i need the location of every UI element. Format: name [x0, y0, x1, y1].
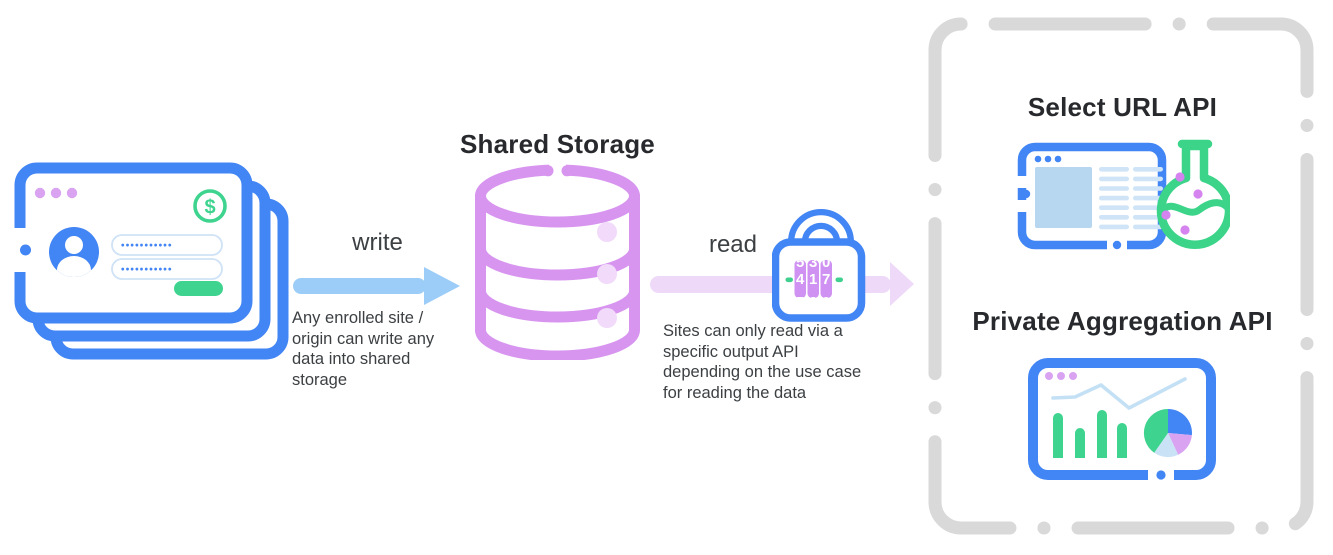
liquid-wave — [1158, 199, 1230, 216]
read-arrow-label: read — [708, 231, 758, 258]
lock-dash — [835, 277, 843, 283]
shared-storage-title: Shared Storage — [460, 129, 655, 159]
dollar-coin-icon: $ — [193, 189, 227, 223]
lock-code-wheels: 5 3 0 4 1 7 5 2 0 — [794, 254, 832, 311]
password-field-1[interactable] — [111, 234, 223, 256]
border-dot — [1112, 240, 1122, 250]
enrolled-sites-window-stack-icon: $ ••••••••••• ••••••••••• — [12, 162, 289, 360]
select-url-api-icon — [1015, 139, 1230, 254]
wheel-digit: 1 — [809, 271, 817, 288]
content-block — [1035, 167, 1092, 228]
write-caption: Any enrolled site / origin can write any… — [292, 308, 482, 390]
write-arrow-label: write — [352, 229, 403, 256]
write-caption-line: Any enrolled site / — [292, 309, 424, 327]
write-caption-line: data into shared — [292, 350, 411, 368]
wheel-digit-partial: 3 — [809, 254, 817, 271]
read-caption-line: Sites can only read via a — [663, 322, 843, 340]
flask-icon — [1156, 139, 1230, 249]
bar-chart — [1053, 410, 1127, 458]
read-caption-line: specific output API — [663, 342, 799, 361]
shared-storage-database-icon — [475, 162, 640, 360]
combination-lock-icon: 5 3 0 4 1 7 5 2 0 — [772, 209, 866, 322]
bubble-dot — [1193, 189, 1203, 199]
wheel-digit-partial: 0 — [822, 294, 830, 311]
wheel-digit: 7 — [822, 271, 830, 288]
lock-dash — [785, 277, 793, 283]
wheel-digit-partial: 2 — [809, 294, 817, 311]
read-caption: Sites can only read via a specific outpu… — [663, 321, 913, 403]
select-url-api-title: Select URL API — [1027, 92, 1218, 122]
password-dots-1: ••••••••••• — [121, 241, 173, 252]
line-chart — [1051, 377, 1187, 410]
storage-band-dot — [597, 222, 617, 242]
output-apis-dashed-border — [928, 17, 1314, 535]
border-gap — [12, 228, 27, 272]
window-dots-icon — [1045, 372, 1077, 380]
write-caption-line: storage — [292, 370, 348, 389]
wheel-digit-partial: 0 — [822, 254, 830, 271]
password-field-2[interactable] — [111, 258, 223, 280]
submit-button[interactable] — [174, 281, 223, 296]
bubble-dot — [1180, 225, 1190, 235]
private-aggregation-api-icon — [1028, 358, 1216, 482]
window-dots-icon — [34, 187, 78, 199]
write-caption-line: origin can write any — [292, 329, 435, 348]
pie-chart — [1143, 408, 1192, 457]
storage-band-dot — [597, 308, 617, 328]
read-caption-line: for reading the data — [663, 383, 807, 402]
wheel-digit-partial: 5 — [796, 294, 804, 311]
svg-text:$: $ — [204, 197, 215, 219]
write-arrow — [293, 267, 460, 305]
bubble-dot — [1175, 172, 1185, 182]
border-dot — [1021, 189, 1031, 199]
text-lines — [1099, 167, 1163, 230]
border-dot — [20, 244, 31, 256]
private-aggregation-api-title: Private Aggregation API — [972, 306, 1273, 336]
border-dot — [1156, 470, 1166, 480]
wheel-digit-partial: 5 — [796, 254, 804, 271]
window-dots-icon — [1034, 155, 1062, 163]
user-avatar-icon — [49, 227, 99, 277]
bubble-dot — [1161, 210, 1171, 220]
password-dots-2: ••••••••••• — [121, 265, 173, 276]
wheel-digit: 4 — [796, 271, 805, 288]
storage-band-dot — [597, 264, 617, 284]
read-caption-line: depending on the use case — [663, 363, 862, 381]
